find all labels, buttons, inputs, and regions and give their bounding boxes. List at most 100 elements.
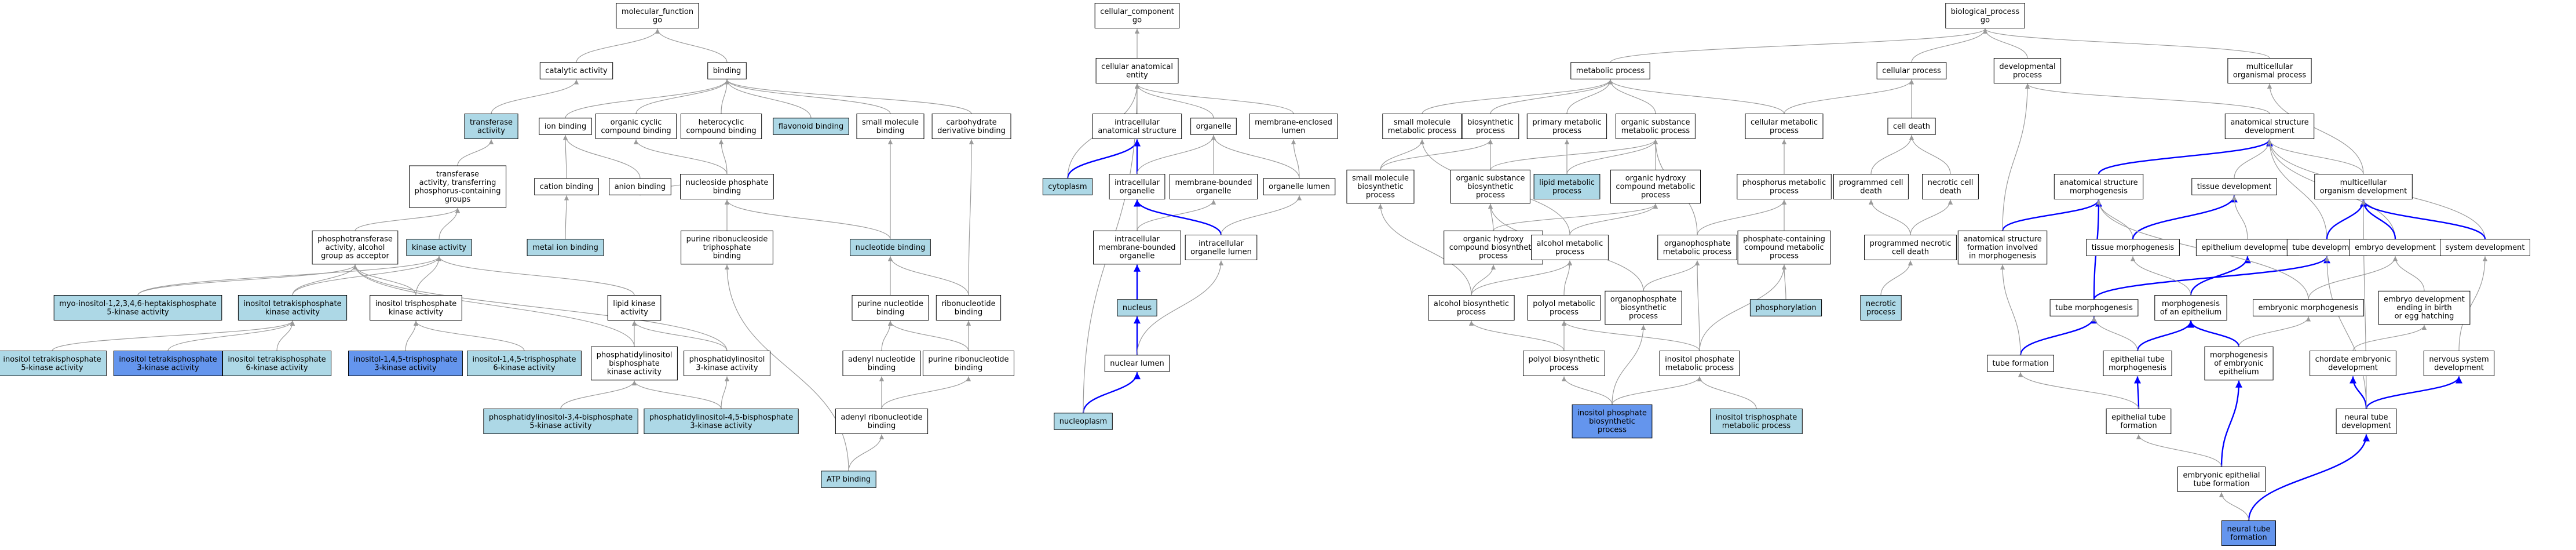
go-term-node-tubeMorph[interactable]: tube morphogenesis bbox=[2049, 299, 2139, 316]
go-term-node-embryoDev[interactable]: embryo development bbox=[2349, 239, 2442, 256]
go-term-node-pip2_5k[interactable]: phosphatidylinositol-3,4-bisphosphate5-k… bbox=[483, 409, 638, 434]
go-term-node-catalytic[interactable]: catalytic activity bbox=[539, 62, 613, 79]
go-term-node-metabolic[interactable]: metabolic process bbox=[1570, 62, 1650, 79]
go-term-node-myoIns[interactable]: myo-inositol-1,2,3,4,6-heptakisphosphate… bbox=[53, 295, 222, 320]
go-term-node-cellDeath[interactable]: cell death bbox=[1887, 118, 1936, 135]
go-term-node-kinase[interactable]: kinase activity bbox=[406, 239, 472, 256]
go-term-node-phosphorylation[interactable]: phosphorylation bbox=[1749, 299, 1822, 316]
go-term-node-atp[interactable]: ATP binding bbox=[821, 471, 876, 488]
go-term-node-tubeForm[interactable]: tube formation bbox=[1987, 355, 2055, 372]
go-term-node-flavonoid[interactable]: flavonoid binding bbox=[773, 118, 849, 135]
go-term-node-systemDev[interactable]: system development bbox=[2440, 239, 2531, 256]
go-term-node-tissueMorph[interactable]: tissue morphogenesis bbox=[2086, 239, 2180, 256]
go-term-node-embMorph[interactable]: embryonic morphogenesis bbox=[2253, 299, 2365, 316]
go-term-node-nucleoplasm[interactable]: nucleoplasm bbox=[1054, 413, 1113, 430]
go-term-node-anion[interactable]: anion binding bbox=[609, 178, 671, 195]
go-term-node-nucleotide[interactable]: nucleotide binding bbox=[850, 239, 931, 256]
go-term-node-tissueDev[interactable]: tissue development bbox=[2191, 178, 2277, 195]
go-term-node-epiDev[interactable]: epithelium development bbox=[2195, 239, 2300, 256]
go-term-node-pip2_3k[interactable]: phosphatidylinositol-4,5-bisphosphate3-k… bbox=[644, 409, 799, 434]
go-term-node-metalion[interactable]: metal ion binding bbox=[527, 239, 604, 256]
go-term-node-organelle[interactable]: organelle bbox=[1190, 118, 1237, 135]
go-term-node-cellProc[interactable]: cellular process bbox=[1876, 62, 1947, 79]
go-term-node-cation[interactable]: cation binding bbox=[534, 178, 599, 195]
go-term-node-orgLumen[interactable]: organelle lumen bbox=[1263, 178, 1336, 195]
go-term-node-nuclearLumen[interactable]: nuclear lumen bbox=[1104, 355, 1170, 372]
go-term-node-ionbinding[interactable]: ion binding bbox=[539, 118, 592, 135]
go-term-node-binding[interactable]: binding bbox=[707, 62, 747, 79]
